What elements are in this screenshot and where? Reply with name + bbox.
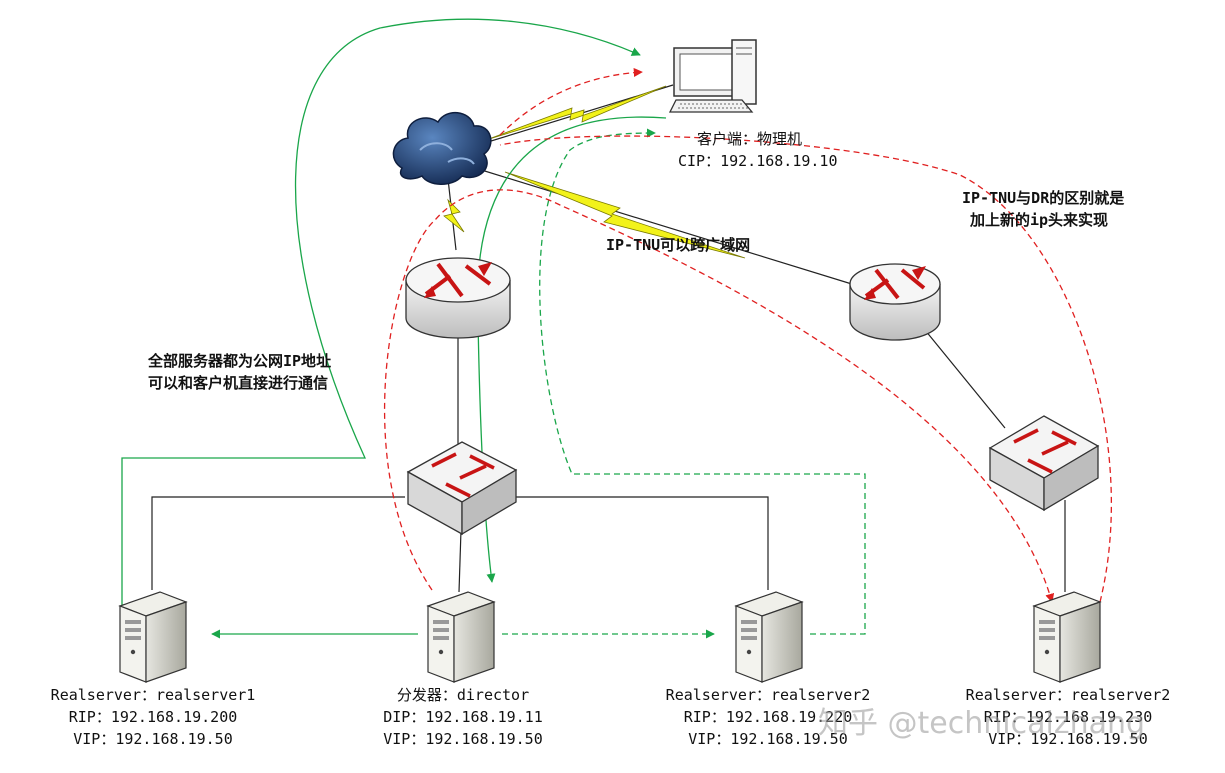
server-icon: [118, 591, 188, 683]
server-vip: VIP：192.168.19.50: [73, 730, 233, 748]
server-ip: RIP：192.168.19.230: [983, 708, 1153, 726]
server-label-director: 分发器：director DIP：192.168.19.11 VIP：192.1…: [358, 684, 568, 750]
client-cip: CIP：192.168.19.10: [678, 152, 838, 170]
server-vip: VIP：192.168.19.50: [688, 730, 848, 748]
server-vip: VIP：192.168.19.50: [383, 730, 543, 748]
server-icon: [734, 591, 804, 683]
cloud-icon: [392, 112, 492, 185]
server-name: Realserver：realserver1: [50, 686, 256, 704]
computer-icon: [668, 39, 757, 113]
server-label-realserver2: Realserver：realserver2 RIP：192.168.19.22…: [657, 684, 879, 750]
note-wan: IP-TNU可以跨广域网: [606, 236, 751, 254]
green-dashed-paths: [502, 128, 866, 639]
server-vip: VIP：192.168.19.50: [988, 730, 1148, 748]
server-icon: [426, 591, 496, 683]
server-ip: RIP：192.168.19.220: [683, 708, 853, 726]
note-public-ip-line1: 全部服务器都为公网IP地址: [148, 352, 332, 370]
server-name: Realserver：realserver2: [665, 686, 871, 704]
note-diff-line2: 加上新的ip头来实现: [970, 211, 1109, 229]
router-icon: [849, 263, 941, 341]
watermark: 知乎 @technicalzhang: [818, 706, 1146, 741]
client-title: 客户端：物理机: [697, 130, 803, 148]
server-ip: RIP：192.168.19.200: [68, 708, 238, 726]
lightning-links: [443, 85, 746, 259]
switch-icon: [988, 415, 1100, 512]
router-icon: [405, 257, 511, 339]
note-public-ip-line2: 可以和客户机直接进行通信: [148, 374, 329, 392]
server-icon: [1032, 591, 1102, 683]
network-wires: [151, 84, 1066, 593]
server-label-realserver1: Realserver：realserver1 RIP：192.168.19.20…: [42, 684, 264, 750]
server-name: Realserver：realserver2: [965, 686, 1171, 704]
note-diff-line1: IP-TNU与DR的区别就是: [962, 189, 1125, 207]
server-name: 分发器：director: [396, 686, 530, 704]
red-dashed-paths: [383, 67, 1112, 603]
server-label-realserver2-remote: Realserver：realserver2 RIP：192.168.19.23…: [957, 684, 1179, 750]
switch-icon: [406, 441, 518, 536]
server-ip: DIP：192.168.19.11: [383, 708, 543, 726]
